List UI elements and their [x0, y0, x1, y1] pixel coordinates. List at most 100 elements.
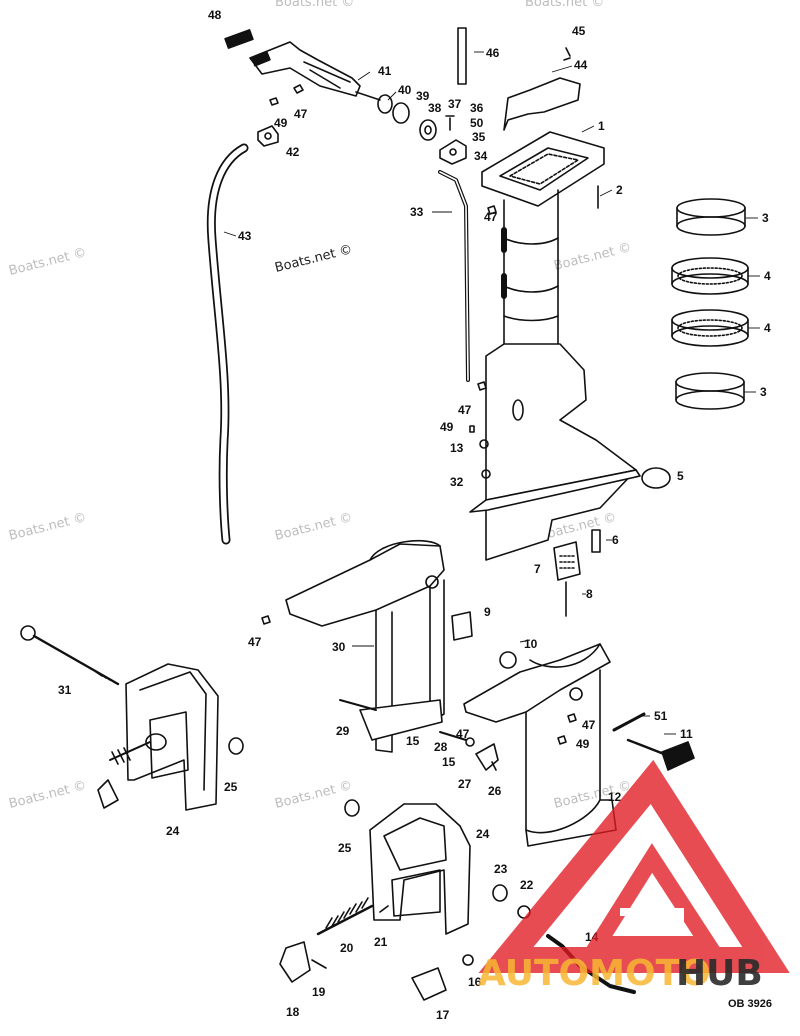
callout-2: 2: [616, 183, 623, 197]
callout-44: 44: [574, 58, 588, 72]
callout-35: 35: [472, 130, 486, 144]
watermark: Boats.net ©: [273, 510, 354, 544]
callout-39: 39: [416, 89, 430, 103]
bracket-35: [439, 139, 467, 165]
diagram-code: OB 3926: [728, 998, 772, 1010]
tiller-shaft: [355, 91, 381, 101]
swivel-bracket-30: [285, 543, 445, 627]
callout-26: 26: [488, 784, 502, 798]
logo-text-right: HUB: [676, 953, 763, 994]
leader-lines: [223, 51, 760, 735]
callout-10: 10: [524, 637, 538, 651]
cover-plate-44: [503, 77, 581, 131]
watermark: Boats.net ©: [273, 778, 354, 812]
ring-3-bottom: [675, 372, 745, 410]
clamp-handle: [97, 779, 119, 809]
callout-32: 32: [450, 475, 464, 489]
callout-15b: 15: [442, 755, 456, 769]
lever-27: [475, 743, 499, 771]
screw-20: [316, 904, 374, 936]
callout-11: 11: [680, 727, 693, 741]
callout-20: 20: [340, 941, 354, 955]
callout-47d: 47: [248, 635, 262, 649]
callout-numbers: 48 41 40 39 38 37 36 50 35 34 49 47 42 4…: [58, 8, 771, 1022]
shaft-46: [457, 27, 467, 85]
pad-17: [411, 967, 447, 1001]
callout-28: 28: [434, 740, 448, 754]
callout-13: 13: [450, 441, 464, 455]
bolt-29: [339, 699, 377, 711]
callout-9: 9: [484, 605, 491, 619]
part-drawings: [20, 27, 749, 1001]
washer-23: [492, 884, 508, 902]
callout-25b: 25: [338, 841, 352, 855]
callout-30: 30: [332, 640, 346, 654]
watermark: Boats.net ©: [7, 778, 88, 812]
handle-18: [279, 941, 311, 983]
callout-8: 8: [586, 587, 593, 601]
callout-29: 29: [336, 724, 350, 738]
washer-25-lower: [344, 799, 360, 817]
nut-16: [462, 954, 474, 966]
callout-41: 41: [378, 64, 392, 78]
callout-36: 36: [470, 101, 484, 115]
callout-40: 40: [398, 83, 412, 97]
pin-21: [379, 905, 389, 913]
callout-3a: 3: [762, 211, 769, 225]
logo-text-left: AUTOMOTO: [478, 953, 711, 994]
callout-4b: 4: [764, 321, 771, 335]
screw-11: [626, 738, 666, 756]
bushing-40: [377, 94, 393, 114]
callout-47f: 47: [582, 718, 596, 732]
pin-19: [311, 959, 327, 969]
bearing-4-bottom: [671, 309, 749, 347]
screw-36: [445, 115, 455, 131]
callout-22: 22: [520, 878, 534, 892]
callout-43: 43: [238, 229, 252, 243]
callout-33: 33: [410, 205, 424, 219]
transom-clamp-24-left: [125, 663, 219, 811]
housing-top-plate: [481, 131, 605, 207]
pad-7: [553, 541, 581, 581]
housing-slot: [512, 399, 524, 421]
callout-17: 17: [436, 1008, 450, 1022]
watermark: Boats.net ©: [525, 0, 604, 10]
watermark: Boats.net ©: [7, 510, 88, 544]
logo-triangle-icon: [478, 759, 790, 973]
callout-42: 42: [286, 145, 300, 159]
callout-47e: 47: [456, 727, 470, 741]
throttle-cable-43: [206, 143, 249, 545]
pin-51: [612, 712, 646, 732]
callout-34: 34: [474, 149, 488, 163]
watermark: Boats.net ©: [552, 240, 633, 274]
callout-48: 48: [208, 8, 222, 22]
callout-21: 21: [374, 935, 388, 949]
callout-31: 31: [58, 683, 72, 697]
callout-49: 49: [274, 116, 288, 130]
callout-12: 12: [608, 790, 622, 804]
callout-25a: 25: [224, 780, 238, 794]
callout-50: 50: [470, 116, 484, 130]
callout-49b: 49: [440, 420, 454, 434]
callout-16: 16: [468, 975, 482, 989]
callout-1: 1: [598, 119, 605, 133]
callout-51: 51: [654, 709, 668, 723]
nut-10: [499, 651, 517, 669]
callout-47b: 47: [484, 210, 498, 224]
bearing-4-top: [671, 257, 749, 295]
spring-26: [491, 761, 497, 771]
watermark: Boats.net ©: [7, 245, 88, 279]
callout-49c: 49: [576, 737, 590, 751]
decal-48: [224, 29, 254, 49]
callout-6: 6: [612, 533, 619, 547]
callout-7: 7: [534, 562, 541, 576]
callout-47: 47: [294, 107, 308, 121]
tiller-handle: [249, 41, 361, 97]
callout-37: 37: [448, 97, 462, 111]
pin-6: [591, 529, 601, 553]
washer-25: [228, 737, 244, 755]
callout-45: 45: [572, 24, 586, 38]
callout-15a: 15: [406, 734, 420, 748]
callout-46: 46: [486, 46, 500, 60]
